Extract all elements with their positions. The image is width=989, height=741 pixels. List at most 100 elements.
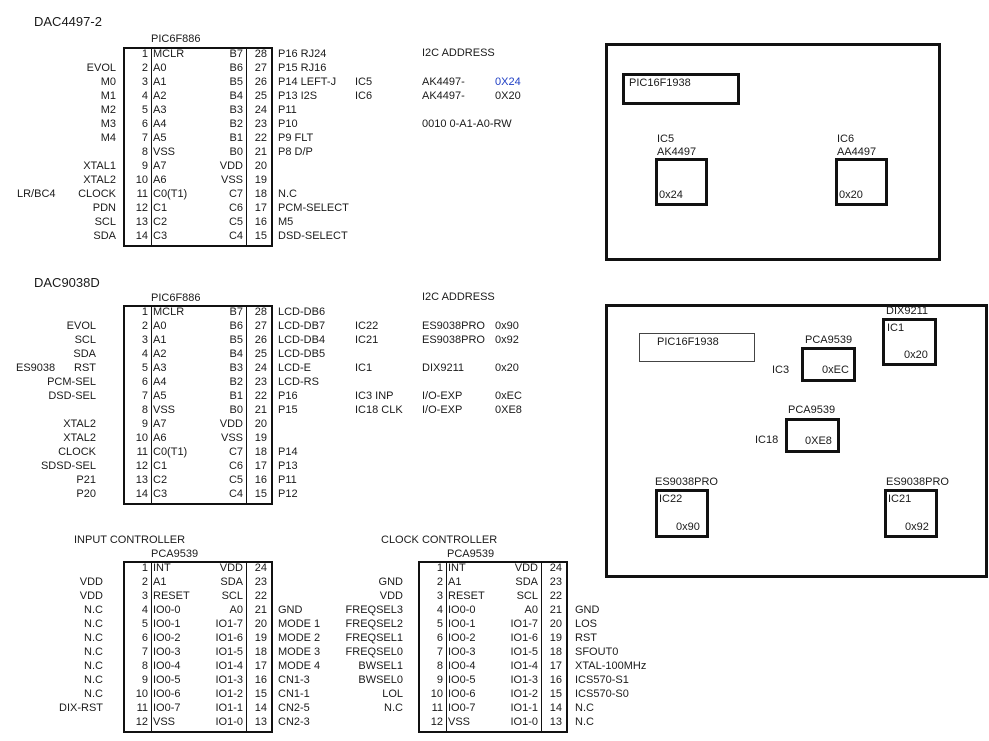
right-pin-number: 18 bbox=[254, 646, 267, 658]
right-pin-name: C6 bbox=[228, 460, 243, 472]
left-pin-name: A3 bbox=[153, 362, 167, 374]
left-signal-label: N.C bbox=[84, 674, 103, 686]
board2-pca2-chip: 0XE8 bbox=[785, 418, 840, 453]
right-pin-name: IO1-3 bbox=[510, 674, 538, 686]
left-pin-number: 8 bbox=[141, 660, 148, 672]
dac9038-i2c-title: I2C ADDRESS bbox=[422, 291, 495, 303]
left-signal-label: XTAL2 bbox=[63, 418, 96, 430]
left-signal-label: LOL bbox=[382, 688, 403, 700]
left-pin-number: 5 bbox=[436, 618, 443, 630]
left-signal-label: DSD-SEL bbox=[48, 390, 96, 402]
right-signal-label: MODE 2 bbox=[278, 632, 321, 644]
left-signal-label: VDD bbox=[79, 590, 103, 602]
right-pin-number: 27 bbox=[254, 320, 267, 332]
right-pin-number: 17 bbox=[254, 460, 267, 472]
left-signal-label: N.C bbox=[84, 660, 103, 672]
right-pin-name: IO1-2 bbox=[510, 688, 538, 700]
left-pin-number: 1 bbox=[141, 562, 148, 574]
right-pin-number: 16 bbox=[254, 674, 267, 686]
left-pin-name: IO0-0 bbox=[153, 604, 181, 616]
left-signal-label: N.C bbox=[84, 688, 103, 700]
right-signal-label: LCD-DB5 bbox=[278, 348, 326, 360]
i2c-part-label: AK4497- bbox=[422, 76, 465, 88]
right-pin-number: 25 bbox=[254, 90, 267, 102]
left-pin-number: 9 bbox=[141, 160, 148, 172]
left-pin-name: A0 bbox=[153, 320, 167, 332]
left-pin-name: A7 bbox=[153, 418, 167, 430]
left-signal-label: N.C bbox=[84, 618, 103, 630]
left-pin-name: A5 bbox=[153, 390, 167, 402]
right-signal-label: P14 LEFT-J bbox=[278, 76, 337, 88]
right-signal-label: LCD-DB6 bbox=[278, 306, 326, 318]
right-pin-number: 22 bbox=[254, 390, 267, 402]
right-pin-number: 24 bbox=[254, 362, 267, 374]
left-pin-number: 10 bbox=[135, 174, 148, 186]
left-pin-number: 9 bbox=[436, 674, 443, 686]
right-pin-number: 23 bbox=[254, 576, 267, 588]
right-pin-number: 20 bbox=[254, 618, 267, 630]
left-signal-label: FREQSEL2 bbox=[345, 618, 403, 630]
right-pin-name: B2 bbox=[229, 118, 243, 130]
left-pin-name: C3 bbox=[153, 488, 168, 500]
left-signal-label: DIX-RST bbox=[59, 702, 103, 714]
left-pin-number: 11 bbox=[136, 446, 148, 458]
right-pin-name: C5 bbox=[228, 216, 243, 228]
i2c-address-value: 0x92 bbox=[495, 334, 519, 346]
left-pin-name: C3 bbox=[153, 230, 168, 242]
left-pin-name: IO0-3 bbox=[153, 646, 181, 658]
left-pin-number: 11 bbox=[136, 188, 148, 200]
left-signal-label: XTAL1 bbox=[83, 160, 116, 172]
left-signal-label: FREQSEL0 bbox=[345, 646, 403, 658]
right-signal-label: ICS570-S1 bbox=[575, 674, 629, 686]
left-signal-label: BWSEL1 bbox=[358, 660, 403, 672]
right-pin-number: 28 bbox=[254, 48, 267, 60]
left-signal-label: CLOCK bbox=[58, 446, 96, 458]
left-pin-number: 9 bbox=[141, 418, 148, 430]
left-signal-label: M1 bbox=[100, 90, 116, 102]
right-signal-label: P15 bbox=[278, 404, 298, 416]
left-signal-label: BWSEL0 bbox=[358, 674, 403, 686]
left-signal-label: FREQSEL1 bbox=[345, 632, 403, 644]
left-signal-label: N.C bbox=[84, 604, 103, 616]
i2c-part-label: I/O-EXP bbox=[422, 404, 463, 416]
right-pin-number: 24 bbox=[254, 104, 267, 116]
board2-pca1-addr: 0xEC bbox=[822, 364, 849, 376]
right-pin-number: 17 bbox=[254, 660, 267, 672]
left-pin-name: IO0-0 bbox=[448, 604, 476, 616]
right-pin-number: 27 bbox=[254, 62, 267, 74]
right-pin-number: 17 bbox=[549, 660, 562, 672]
left-pin-number: 13 bbox=[135, 474, 148, 486]
right-pin-name: VSS bbox=[220, 174, 243, 186]
clock_ctrl-chip-divider bbox=[446, 563, 447, 731]
i2c-part-label: 0010 0-A1-A0-RW bbox=[422, 118, 512, 130]
right-signal-label: GND bbox=[575, 604, 600, 616]
i2c-address-value: 0x90 bbox=[495, 320, 519, 332]
right-pin-number: 19 bbox=[549, 632, 562, 644]
right-signal-label: P14 bbox=[278, 446, 298, 458]
dac9038-extra-left-label: ES9038 bbox=[16, 362, 56, 374]
left-pin-number: 7 bbox=[141, 646, 148, 658]
dac9038-chip-name: PIC6F886 bbox=[151, 292, 201, 304]
clock_ctrl-chip-divider bbox=[541, 563, 542, 731]
board2-es2-part: ES9038PRO bbox=[886, 476, 949, 488]
left-pin-number: 6 bbox=[141, 376, 148, 388]
board1-ic6-label: IC6 bbox=[837, 133, 855, 145]
left-pin-name: C1 bbox=[153, 202, 168, 214]
right-signal-label: DSD-SELECT bbox=[278, 230, 348, 242]
left-pin-name: A2 bbox=[153, 90, 167, 102]
right-pin-name: IO1-2 bbox=[215, 688, 243, 700]
right-signal-label: P12 bbox=[278, 488, 298, 500]
left-pin-name: INT bbox=[153, 562, 171, 574]
